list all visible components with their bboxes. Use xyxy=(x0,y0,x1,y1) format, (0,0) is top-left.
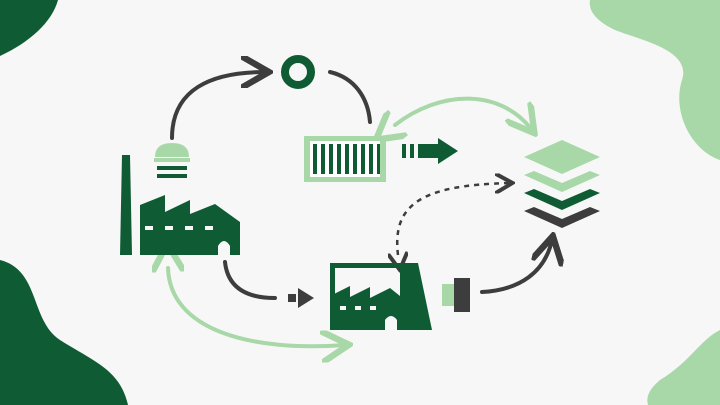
layers-stack-icon xyxy=(524,140,600,228)
ring-icon xyxy=(281,55,315,89)
forward-arrow-icon xyxy=(402,138,458,164)
arrow-warehouse-layers-dashed xyxy=(397,183,510,255)
corner-blob-bottom-right xyxy=(647,330,720,405)
corner-blob-bottom-left xyxy=(0,260,128,405)
connector-block-icon xyxy=(442,278,470,312)
corner-blob-top-left xyxy=(0,0,58,56)
arrow-factory-warehouse-light xyxy=(168,268,345,346)
warehouse-factory-icon xyxy=(330,263,432,330)
safety-helmet-icon xyxy=(154,143,190,178)
arrow-container-layers xyxy=(395,96,532,130)
small-arrow-to-warehouse xyxy=(288,288,314,308)
arrow-factory-to-ring xyxy=(170,72,265,140)
arrow-ring-to-container xyxy=(328,70,372,124)
corner-blob-top-right xyxy=(589,0,720,160)
arrow-connector-to-layers xyxy=(480,240,552,294)
cargo-container-icon xyxy=(304,136,386,182)
arrow-factory-to-warehouse xyxy=(223,260,277,300)
factory-icon xyxy=(120,155,240,255)
